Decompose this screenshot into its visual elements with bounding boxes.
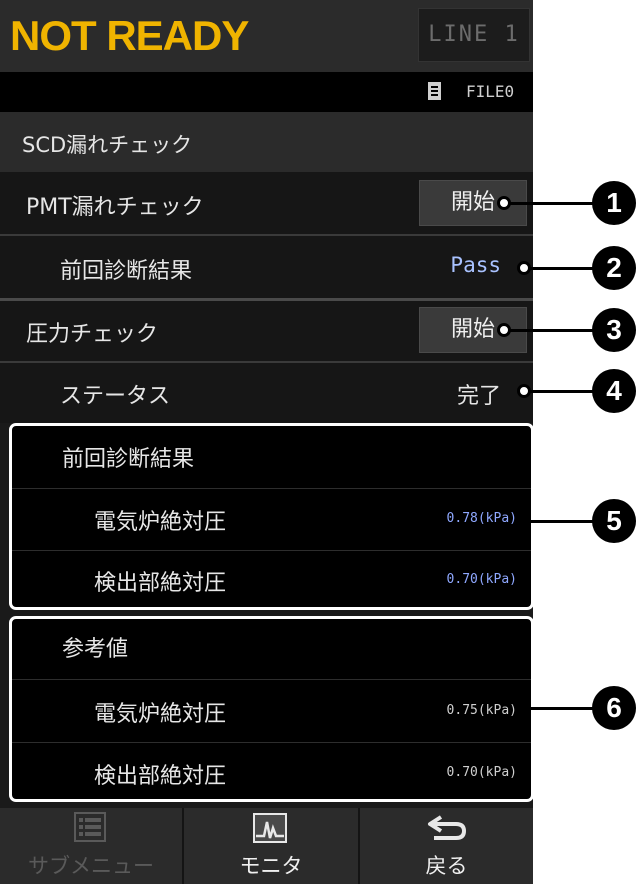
pmt-check-row: PMT漏れチェック 開始 — [0, 172, 533, 234]
reference-detector-label: 検出部絶対圧 — [94, 764, 227, 789]
callout-line — [531, 707, 595, 710]
document-icon — [428, 82, 441, 100]
pmt-result-row: 前回診断結果 Pass — [0, 236, 533, 298]
back-button[interactable]: 戻る — [360, 808, 533, 884]
status-row: ステータス 完了 — [0, 363, 533, 423]
pmt-check-label: PMT漏れチェック — [26, 195, 204, 220]
status-indicator: NOT READY — [10, 12, 249, 59]
pressure-check-row: 圧力チェック 開始 — [0, 301, 533, 361]
section-title: SCD漏れチェック — [22, 133, 193, 157]
row-divider — [12, 550, 531, 551]
callout-dot — [497, 196, 511, 210]
footer-divider — [358, 808, 360, 884]
last-result-title-row: 前回診断結果 — [12, 426, 531, 488]
back-label: 戻る — [425, 854, 468, 878]
pmt-result-value: Pass — [450, 253, 501, 277]
section-header: SCD漏れチェック — [0, 112, 533, 172]
detector-pressure-value: 0.70(kPa) — [446, 572, 517, 587]
callout-5: 5 — [592, 499, 636, 543]
last-result-panel: 前回診断結果 電気炉絶対圧 0.78(kPa) 検出部絶対圧 0.70(kPa) — [9, 423, 533, 610]
callout-2: 2 — [592, 246, 636, 290]
reference-title-row: 参考値 — [12, 619, 531, 679]
line-select-button[interactable]: LINE 1 — [418, 8, 530, 62]
pmt-result-label: 前回診断結果 — [60, 259, 193, 284]
reference-title: 参考値 — [62, 637, 129, 662]
monitor-chart-icon — [253, 813, 287, 843]
reference-furnace-row: 電気炉絶対圧 0.75(kPa) — [12, 680, 531, 742]
callout-dot — [517, 261, 531, 275]
furnace-pressure-label: 電気炉絶対圧 — [94, 510, 227, 535]
pressure-check-label: 圧力チェック — [26, 322, 159, 347]
submenu-button[interactable]: サブメニュー — [0, 808, 182, 884]
monitor-button[interactable]: モニタ — [184, 808, 358, 884]
status-label: ステータス — [60, 384, 171, 409]
instrument-screen: NOT READY LINE 1 FILE0 SCD漏れチェック PMT漏れチェ… — [0, 0, 533, 884]
detector-pressure-row: 検出部絶対圧 0.70(kPa) — [12, 551, 531, 607]
furnace-pressure-value: 0.78(kPa) — [446, 511, 517, 526]
reference-panel: 参考値 電気炉絶対圧 0.75(kPa) 検出部絶対圧 0.70(kPa) — [9, 616, 533, 802]
footer-divider — [182, 808, 184, 884]
callout-dot — [497, 323, 511, 337]
callout-line — [520, 390, 595, 393]
callout-line — [500, 329, 595, 332]
callout-6: 6 — [592, 686, 636, 730]
file-name: FILE0 — [466, 82, 515, 101]
return-arrow-icon — [428, 815, 467, 840]
row-divider — [0, 234, 533, 236]
callout-line — [531, 520, 595, 523]
monitor-label: モニタ — [239, 854, 303, 878]
detector-pressure-label: 検出部絶対圧 — [94, 571, 227, 596]
row-divider — [0, 298, 533, 301]
callout-line — [520, 267, 595, 270]
reference-furnace-value: 0.75(kPa) — [446, 703, 517, 718]
callout-dot — [517, 384, 531, 398]
furnace-pressure-row: 電気炉絶対圧 0.78(kPa) — [12, 489, 531, 550]
submenu-label: サブメニュー — [28, 854, 154, 878]
row-divider — [12, 742, 531, 743]
last-result-title: 前回診断結果 — [62, 447, 195, 472]
list-icon — [74, 812, 106, 842]
file-bar — [0, 72, 533, 112]
callout-line — [500, 202, 595, 205]
callout-4: 4 — [592, 369, 636, 413]
callout-3: 3 — [592, 308, 636, 352]
status-value: 完了 — [456, 384, 501, 409]
reference-detector-value: 0.70(kPa) — [446, 765, 517, 780]
callout-1: 1 — [592, 181, 636, 225]
row-divider — [0, 361, 533, 363]
row-divider — [12, 679, 531, 680]
reference-detector-row: 検出部絶対圧 0.70(kPa) — [12, 743, 531, 799]
row-divider — [12, 488, 531, 489]
reference-furnace-label: 電気炉絶対圧 — [94, 702, 227, 727]
